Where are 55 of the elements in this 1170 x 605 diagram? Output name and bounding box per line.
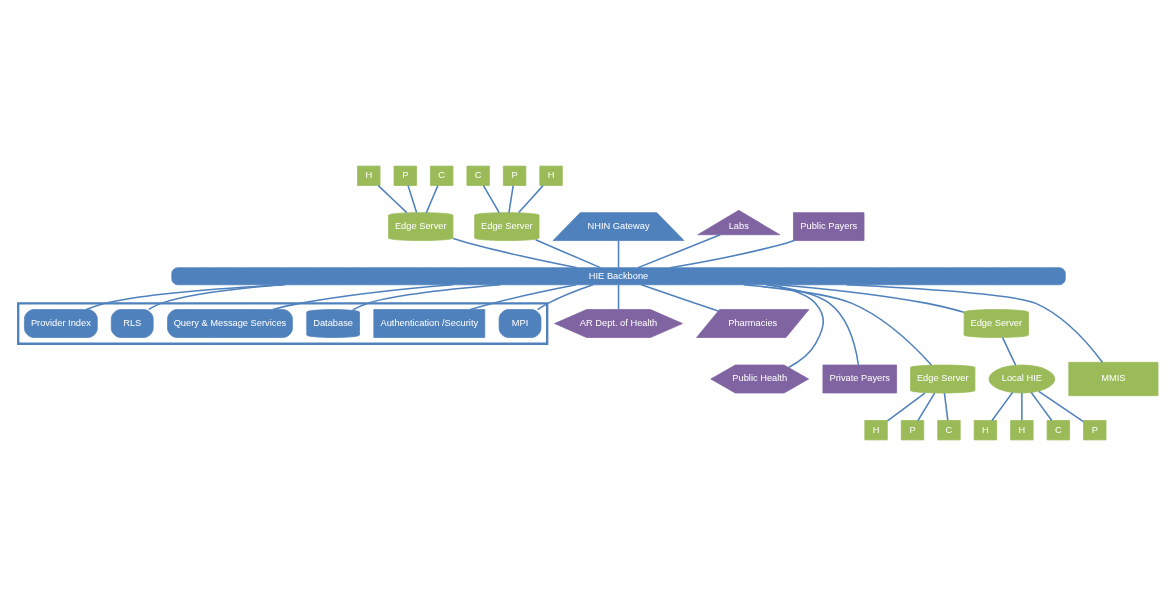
connector xyxy=(452,237,578,268)
connector xyxy=(943,391,949,421)
connector xyxy=(617,283,620,310)
connector xyxy=(1021,391,1023,421)
connector xyxy=(1038,390,1085,422)
connector xyxy=(765,283,860,366)
node-box: Provider Index xyxy=(24,308,98,338)
node-box: Query & Message Services xyxy=(167,308,293,338)
node-box: P xyxy=(503,165,527,186)
node-box: H xyxy=(357,165,381,186)
node-box: Public Payers xyxy=(793,211,865,241)
connector xyxy=(508,184,514,213)
cluster xyxy=(17,301,549,345)
connector xyxy=(917,391,936,421)
connector xyxy=(776,283,965,313)
connector xyxy=(85,283,286,310)
connector xyxy=(407,184,418,213)
connector xyxy=(637,233,722,268)
node-box: Private Payers xyxy=(822,364,897,393)
connector xyxy=(517,184,544,213)
connector xyxy=(377,184,408,213)
connector xyxy=(617,239,620,268)
node-box: P xyxy=(1083,419,1107,440)
connector xyxy=(425,184,439,213)
connector xyxy=(272,283,454,310)
connector xyxy=(991,391,1014,421)
node-box: Authentication /Security xyxy=(373,308,486,338)
node-ellipse: Local HIE xyxy=(988,364,1056,393)
connector xyxy=(769,283,825,368)
node-box: C xyxy=(430,165,454,186)
connector xyxy=(845,283,1104,363)
connector xyxy=(534,238,602,268)
connector xyxy=(536,283,594,310)
connector xyxy=(742,283,933,366)
node-box: H xyxy=(864,419,888,440)
connector xyxy=(669,239,796,268)
connector xyxy=(640,283,719,312)
connector xyxy=(469,283,577,310)
node-box: RLS xyxy=(110,308,154,338)
node-box: MPI xyxy=(498,308,542,338)
connector xyxy=(482,184,500,213)
connector xyxy=(1001,336,1017,366)
node-box: P xyxy=(900,419,925,440)
node-box: H xyxy=(539,165,563,186)
node-box: C xyxy=(937,419,961,440)
node-box: C xyxy=(1046,419,1070,440)
node-box: MMIS xyxy=(1068,361,1159,396)
node-box: H xyxy=(973,419,998,440)
connector xyxy=(1030,391,1053,421)
connector xyxy=(886,391,926,422)
connector xyxy=(351,283,502,311)
node-box: P xyxy=(393,165,417,186)
node-box: C xyxy=(466,165,490,186)
node-box: H xyxy=(1010,419,1034,440)
node-box: HIE Backbone xyxy=(171,266,1066,285)
